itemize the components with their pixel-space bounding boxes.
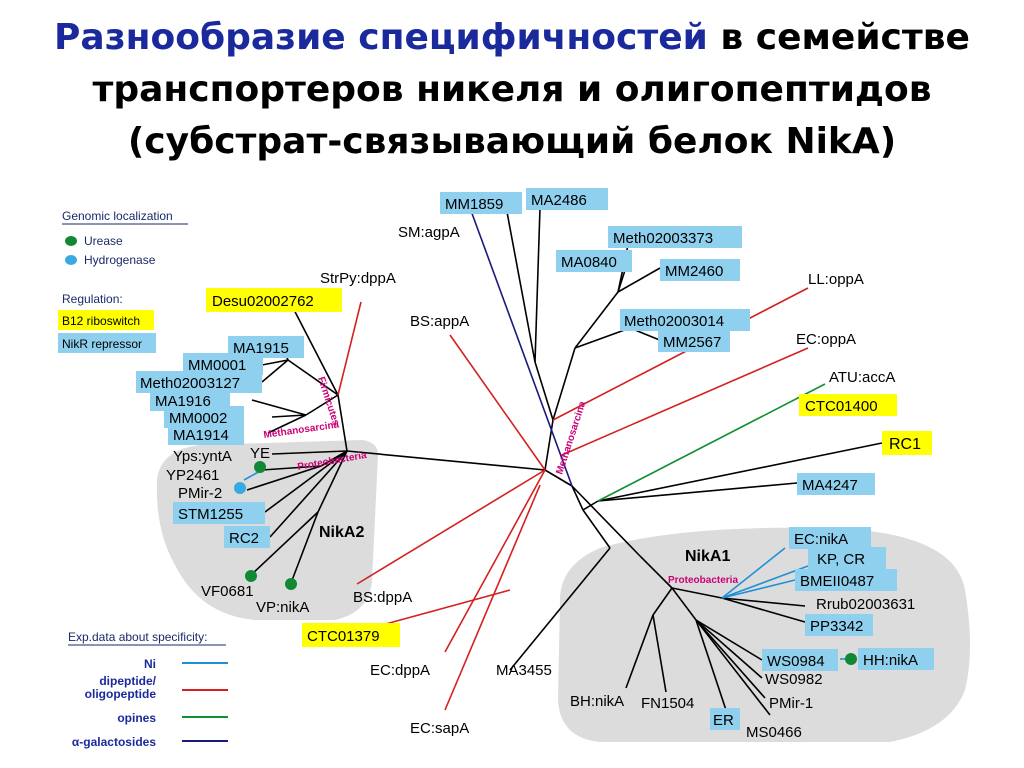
- leaf-label: MA3455: [496, 662, 552, 679]
- leaf-label: BS:dppA: [353, 589, 412, 606]
- leaf-label: ER: [713, 712, 734, 729]
- leaf-label: PP3342: [810, 618, 863, 635]
- legend-heading-specificity: Exp.data about specificity:: [68, 630, 207, 644]
- cluster-label-nika2: NikA2: [319, 524, 364, 541]
- yellow-label-boxes: [58, 288, 932, 647]
- slide-title: Разнообразие специфичностей в семействе …: [0, 12, 1024, 168]
- legend-opines: opines: [117, 711, 156, 725]
- leaf-label: YP2461: [166, 467, 219, 484]
- leaf-label: MS0466: [746, 724, 802, 741]
- black-branches: [246, 207, 883, 716]
- leaf-label: MM2567: [663, 334, 721, 351]
- group-label-methanosarcina: Methanosarcina: [263, 419, 340, 441]
- leaf-label: CTC01400: [805, 398, 878, 415]
- leaf-label: MM0002: [169, 410, 227, 427]
- leaf-label: MA2486: [531, 192, 587, 209]
- legend-b12: B12 riboswitch: [62, 314, 140, 328]
- leaf-label: EC:dppA: [370, 662, 430, 679]
- leaf-label: MA1915: [233, 340, 289, 357]
- title-line-3: (субстрат-связывающий белок NikA): [127, 121, 897, 162]
- leaf-label: MA1914: [173, 427, 229, 444]
- leaf-label: BH:nikA: [570, 693, 624, 710]
- urease-dot: [245, 570, 257, 582]
- leaf-label: FN1504: [641, 695, 694, 712]
- urease-dot: [254, 461, 266, 473]
- leaf-label: MA1916: [155, 393, 211, 410]
- leaf-label: HH:nikA: [863, 652, 918, 669]
- title-rest: в семействе: [707, 17, 970, 58]
- legend-dipeptide-1: dipeptide/: [99, 674, 156, 688]
- leaf-label: VF0681: [201, 583, 254, 600]
- title-highlight: Разнообразие специфичностей: [54, 17, 708, 58]
- leaf-label: WS0984: [767, 653, 825, 670]
- leaf-label: Rrub02003631: [816, 596, 915, 613]
- leaf-label: WS0982: [765, 671, 823, 688]
- leaf-label: Meth02003127: [140, 375, 240, 392]
- leaf-label: SM:agpA: [398, 224, 460, 241]
- leaf-label: MA4247: [802, 477, 858, 494]
- urease-dot: [285, 578, 297, 590]
- leaf-label: MM0001: [188, 357, 246, 374]
- leaf-label: Meth02003373: [613, 230, 713, 247]
- leaf-label: EC:sapA: [410, 720, 469, 737]
- leaf-label: MA0840: [561, 254, 617, 271]
- legend-ni: Ni: [144, 657, 156, 671]
- urease-dot: [845, 653, 857, 665]
- leaf-label: BMEII0487: [800, 573, 874, 590]
- leaf-label: MM2460: [665, 263, 723, 280]
- hydrogenase-dot: [234, 482, 246, 494]
- legend-urease: Urease: [84, 234, 123, 248]
- leaf-label: VP:nikA: [256, 599, 309, 616]
- leaf-label: RC1: [889, 436, 921, 453]
- leaf-label: Meth02003014: [624, 313, 724, 330]
- legend-heading-regulation: Regulation:: [62, 292, 123, 306]
- leaf-label: PMir-2: [178, 485, 222, 502]
- leaf-label: ATU:accA: [829, 369, 895, 386]
- leaf-label: EC:oppA: [796, 331, 856, 348]
- leaf-label: Yps:yntA: [173, 448, 232, 465]
- leaf-label: RC2: [229, 530, 259, 547]
- leaf-label: YE: [250, 445, 270, 462]
- legend-hydrogenase: Hydrogenase: [84, 253, 156, 267]
- legend-dipeptide-2: oligopeptide: [85, 687, 157, 701]
- specificity-legend: Exp.data about specificity: Ni dipeptide…: [68, 630, 228, 749]
- leaf-label: STM1255: [178, 506, 243, 523]
- leaf-label: StrPy:dppA: [320, 270, 396, 287]
- group-label-proteobacteria-nika1: Proteobacteria: [668, 575, 738, 586]
- genomic-legend: Genomic localization Urease Hydrogenase …: [62, 209, 188, 351]
- hydrogenase-legend-icon: [65, 255, 77, 265]
- leaf-label: BS:appA: [410, 313, 469, 330]
- legend-heading-genomic: Genomic localization: [62, 209, 173, 223]
- leaf-label: Desu02002762: [212, 293, 314, 310]
- leaf-label: CTC01379: [307, 628, 380, 645]
- legend-galacto: α-galactosides: [72, 735, 156, 749]
- leaf-label: PMir-1: [769, 695, 813, 712]
- leaf-label: EC:nikA: [794, 531, 848, 548]
- cluster-label-nika1: NikA1: [685, 548, 730, 565]
- urease-legend-icon: [65, 236, 77, 246]
- leaf-label: MM1859: [445, 196, 503, 213]
- legend-nikr: NikR repressor: [62, 337, 142, 351]
- blue-label-boxes: [58, 188, 934, 730]
- leaf-label: LL:oppA: [808, 271, 864, 288]
- title-line-2: транспортеров никеля и олигопептидов: [92, 69, 932, 110]
- colored-branches: [243, 207, 850, 711]
- leaf-label: KP, CR: [817, 551, 865, 568]
